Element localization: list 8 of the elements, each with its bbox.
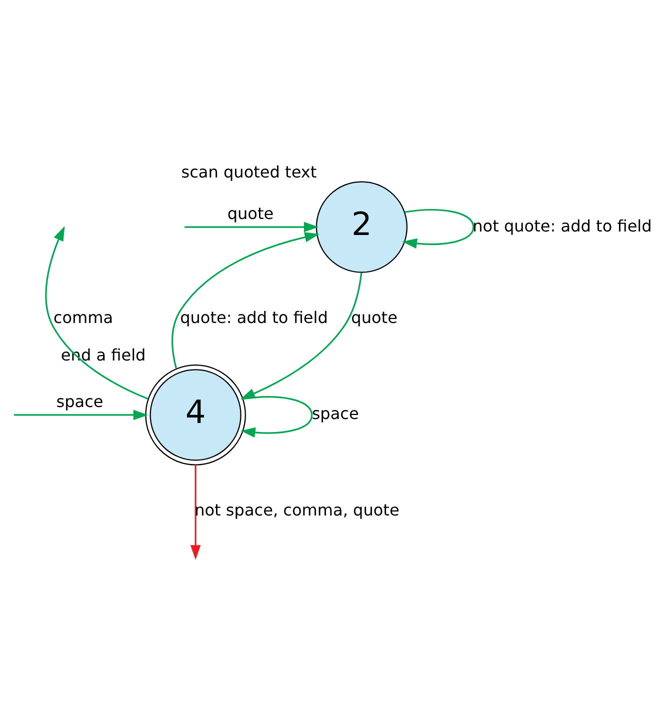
edge-label: not quote: add to field: [472, 216, 652, 235]
edge-label: quote: [351, 307, 398, 326]
edge-label: comma: [53, 307, 114, 326]
edge-label: space: [312, 404, 359, 423]
node-label: scan quoted text: [181, 162, 317, 181]
edge-label: quote: add to field: [180, 307, 328, 326]
edge-label: quote: [227, 204, 274, 223]
edge-label: space: [56, 392, 104, 411]
